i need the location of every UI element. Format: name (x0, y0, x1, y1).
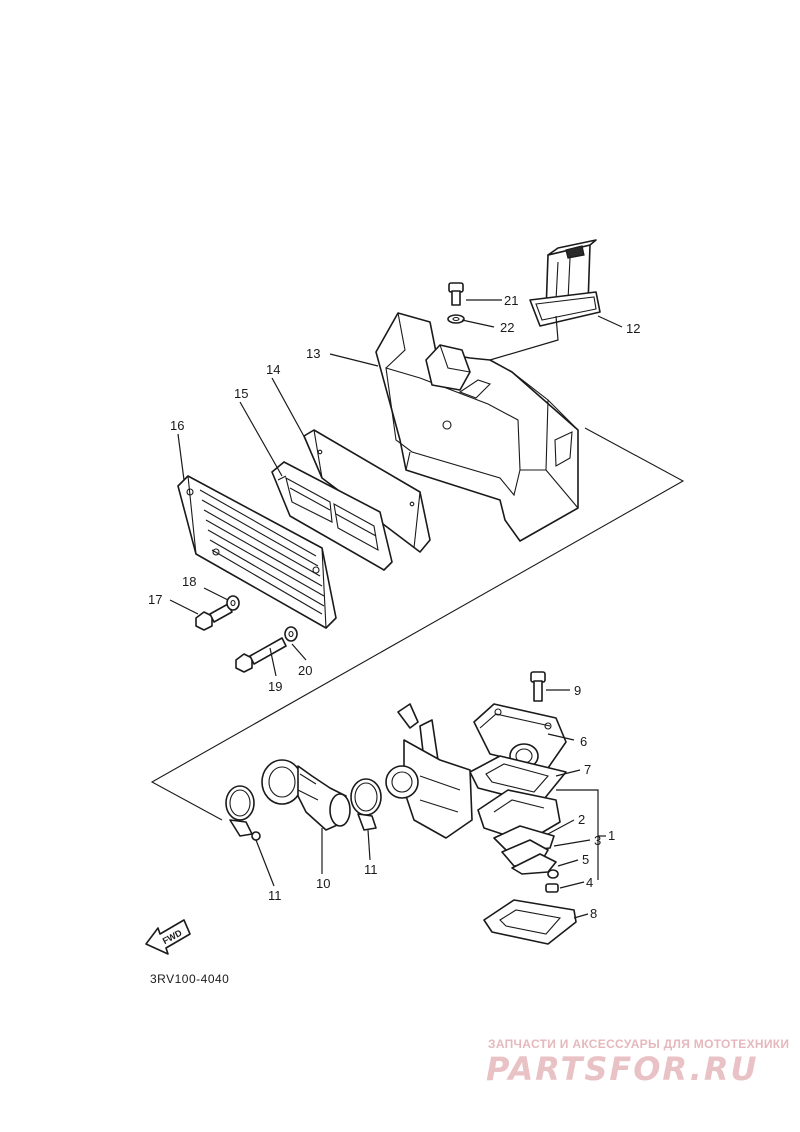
callout-17: 17 (148, 592, 162, 607)
callout-12: 12 (626, 321, 640, 336)
filter-frame-part (271, 461, 393, 571)
watermark-logo: PARTSFOR.RU (486, 1050, 758, 1088)
callout-18: 18 (182, 574, 196, 589)
reed-valve-assembly-part (477, 789, 561, 893)
forward-direction-arrow: FWD (145, 919, 191, 955)
callout-19: 19 (268, 679, 282, 694)
bolt-17-part (195, 603, 233, 631)
callout-5: 5 (582, 852, 589, 867)
gasket-7-part (469, 755, 567, 805)
watermark: ЗАПЧАСТИ И АКСЕССУАРЫ ДЛЯ МОТОТЕХНИКИ PA… (486, 1037, 789, 1088)
callout-15: 15 (234, 386, 248, 401)
callout-21: 21 (504, 293, 518, 308)
engine-case-part (385, 703, 473, 839)
washer-22-part (447, 314, 465, 324)
washer-18-part (226, 595, 240, 611)
callout-labels: 21 22 12 13 14 15 16 18 17 20 19 9 6 7 2… (148, 293, 640, 921)
grille-cover-part (177, 475, 337, 629)
callout-13: 13 (306, 346, 320, 361)
callout-10: 10 (316, 876, 330, 891)
bolt-9-part (530, 671, 546, 702)
callout-11-left: 11 (268, 888, 282, 903)
callout-8: 8 (590, 906, 597, 921)
bolt-19-part (235, 637, 287, 673)
callout-7: 7 (584, 762, 591, 777)
leader-lines (169, 299, 623, 919)
callout-20: 20 (298, 663, 312, 678)
assembly-boundary (150, 427, 685, 821)
intake-boot-part (261, 759, 351, 831)
callout-11-right: 11 (364, 862, 378, 877)
callout-4: 4 (586, 875, 593, 890)
callout-16: 16 (170, 418, 184, 433)
callout-3: 3 (594, 833, 601, 848)
air-box-part (375, 312, 579, 542)
callout-1: 1 (608, 828, 615, 843)
callout-14: 14 (266, 362, 280, 377)
clamp-11-left-part (225, 785, 261, 841)
intake-duct-part (529, 239, 601, 327)
callout-2: 2 (578, 812, 585, 827)
callout-22: 22 (500, 320, 514, 335)
diagram-code: 3RV100-4040 (150, 972, 229, 986)
bolt-21-part (448, 282, 464, 306)
air-filter-element-part (303, 429, 431, 553)
reed-valve-cover-part (473, 703, 567, 769)
gasket-8-part (483, 899, 577, 945)
washer-20-part (284, 626, 298, 642)
callout-6: 6 (580, 734, 587, 749)
callout-9: 9 (574, 683, 581, 698)
clamp-11-right-part (350, 778, 382, 831)
watermark-tagline: ЗАПЧАСТИ И АКСЕССУАРЫ ДЛЯ МОТОТЕХНИКИ (488, 1037, 789, 1051)
